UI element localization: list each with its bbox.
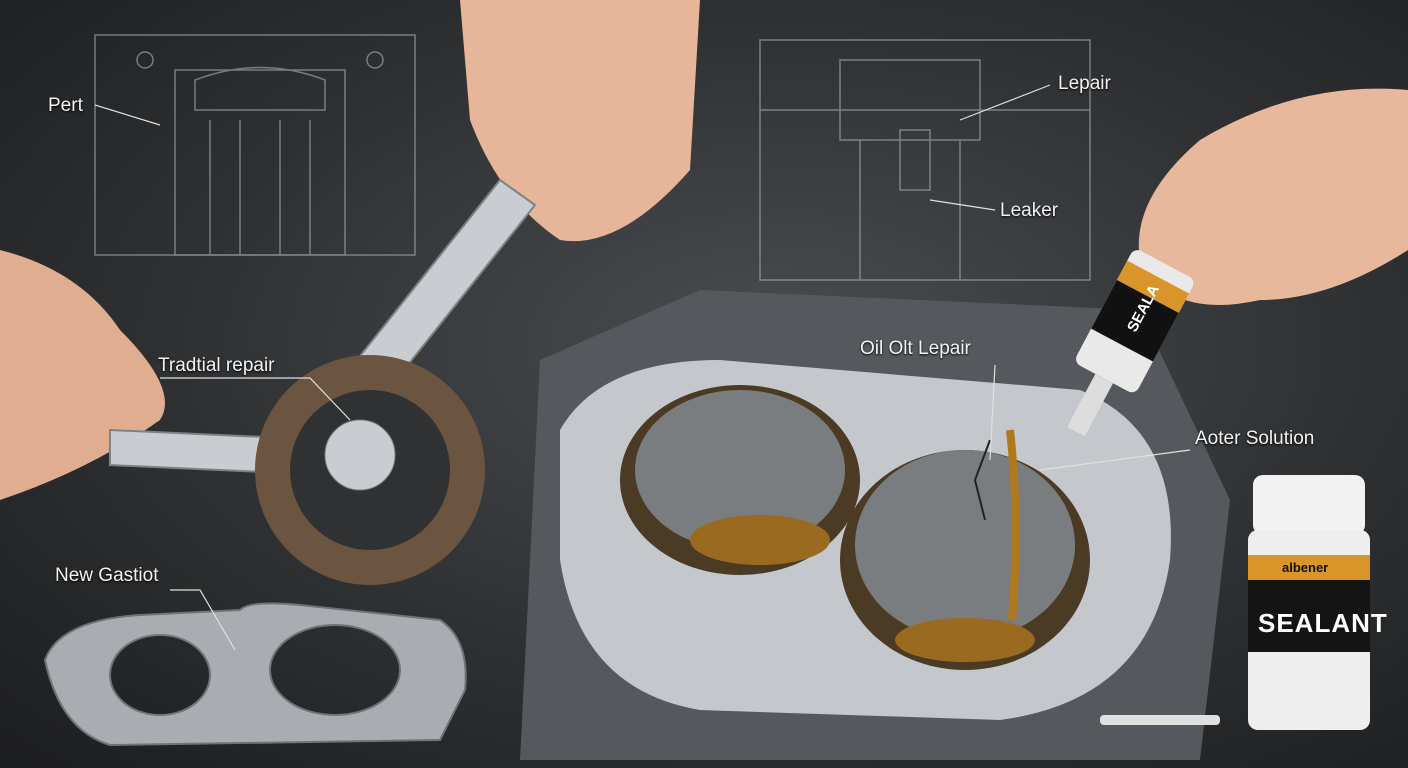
engine-block: [520, 290, 1230, 760]
label-oil-repair: Oil Olt Lepair: [860, 338, 971, 359]
hand-top: [460, 0, 700, 242]
bottle-title: SEALANT: [1258, 608, 1388, 638]
blueprint-diagram-right: [759, 39, 1091, 281]
label-lepair: Lepair: [1058, 73, 1111, 94]
label-traditional-repair: Tradtial repair: [158, 355, 275, 376]
bottle-brand: albener: [1282, 560, 1329, 575]
label-new-gasket: New Gastiot: [55, 565, 159, 586]
new-gasket: [43, 602, 467, 747]
hand-right: [1138, 88, 1408, 305]
label-better-solution: Aoter Solution: [1195, 428, 1315, 449]
leader-lines: [94, 84, 1191, 651]
sealant-bottle: [1100, 475, 1370, 730]
blueprint-diagram-left: [94, 34, 416, 256]
label-leaker: Leaker: [1000, 200, 1059, 221]
old-gasket: [255, 355, 485, 585]
sealant-tube: [1067, 250, 1194, 437]
label-pert: Pert: [48, 95, 83, 116]
